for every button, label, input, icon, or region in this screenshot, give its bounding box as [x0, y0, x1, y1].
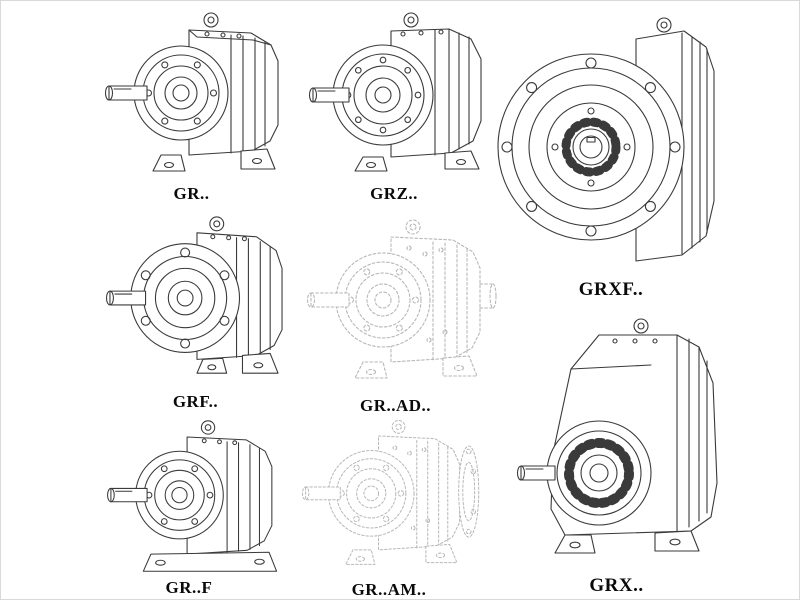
gearbox-gr-icon [104, 12, 279, 172]
gearbox-drawing-grx [499, 309, 734, 575]
gearbox-gr-ad-icon [306, 219, 497, 379]
gearbox-gr-am-icon [301, 419, 480, 565]
model-label-gr-am: GR..AM.. [351, 580, 427, 599]
gearbox-drawing-grz [299, 7, 489, 183]
gearbox-grxf-icon [497, 17, 715, 262]
catalog-cell-grz: GRZ.. [299, 7, 489, 205]
model-label-gr-f: GR..F [165, 578, 213, 597]
catalog-cell-grxf: GRXF.. [496, 5, 726, 301]
gearbox-grf-icon [105, 216, 283, 374]
catalog-cell-grx: GRX.. [499, 309, 734, 597]
catalog-cell-gr-f: GR..F [89, 417, 289, 599]
model-label-grxf: GRXF.. [578, 279, 644, 300]
model-label-grz: GRZ.. [370, 184, 418, 203]
model-label-grf: GRF.. [172, 392, 219, 411]
catalog-cell-gr-am: GR..AM.. [289, 415, 489, 599]
catalog-cell-grf: GRF.. [93, 213, 298, 413]
gearbox-gr-f-icon [107, 420, 278, 572]
gearbox-grz-icon [308, 12, 482, 172]
model-label-gr: GR.. [173, 184, 210, 203]
catalog-cell-gr-ad: GR..AD.. [293, 213, 498, 417]
gearbox-drawing-gr-ad [293, 213, 498, 395]
model-label-gr-ad: GR..AD.. [359, 396, 432, 415]
gearbox-drawing-grf [93, 213, 298, 391]
gearbox-drawing-gr-am [289, 415, 489, 579]
gearbox-grx-icon [516, 318, 718, 554]
gearbox-drawing-gr [89, 7, 294, 183]
catalog-cell-gr: GR.. [89, 7, 294, 205]
model-label-grx: GRX.. [589, 575, 644, 596]
gearbox-drawing-gr-f [89, 417, 289, 577]
gearbox-drawing-grxf [496, 5, 726, 279]
